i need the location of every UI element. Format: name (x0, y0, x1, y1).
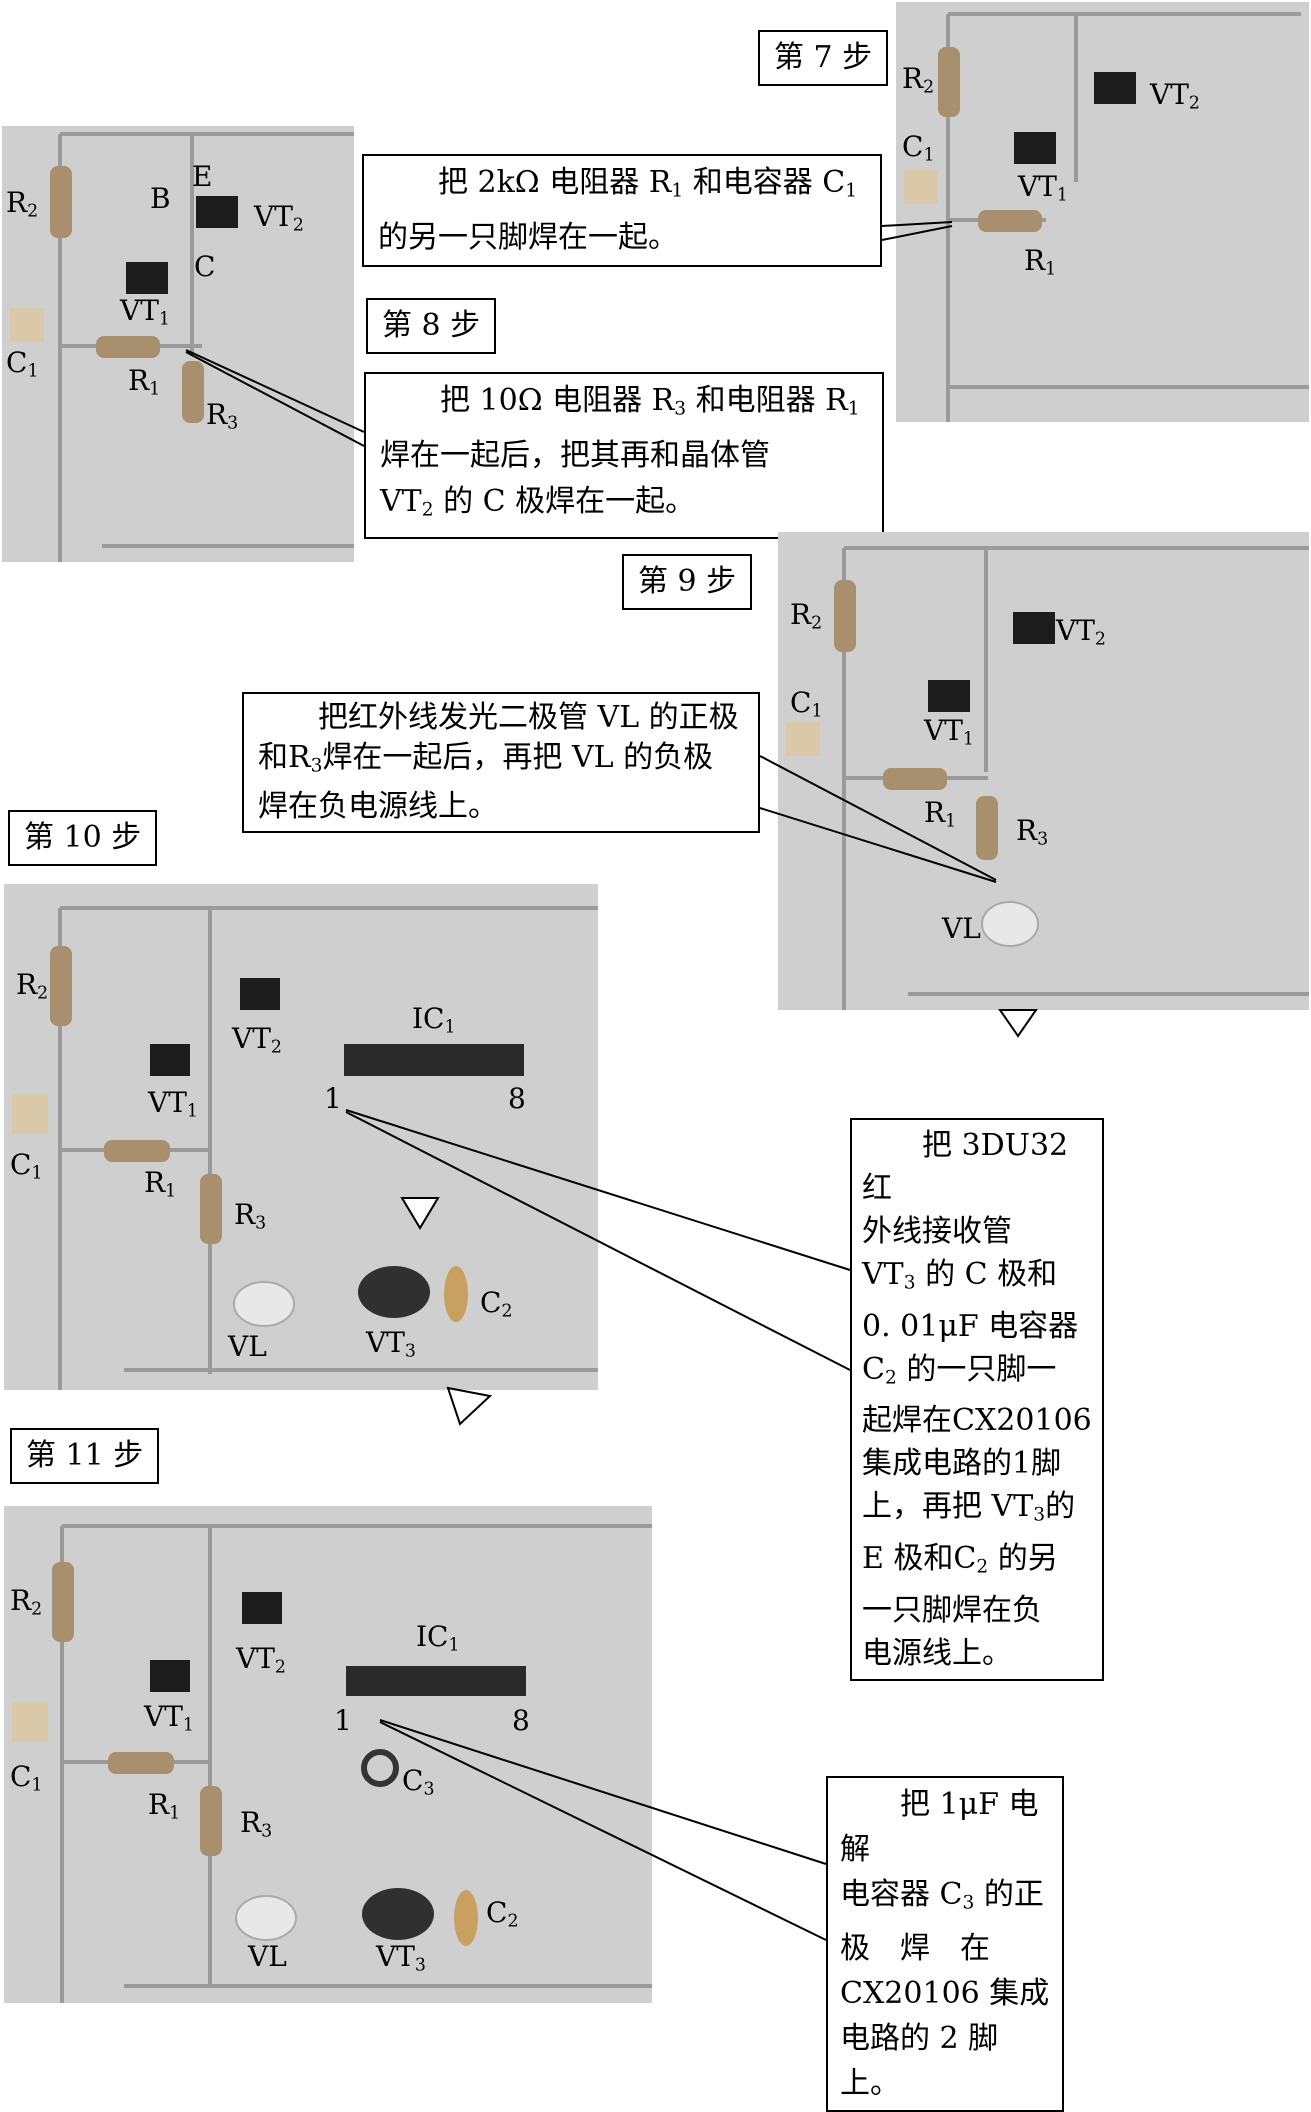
step-9-photo (778, 532, 1309, 1010)
label-r3-11: R3 (240, 1806, 273, 1842)
label-r2-11: R2 (10, 1584, 43, 1620)
step-7-label: 第 7 步 (758, 30, 889, 86)
label-vt2-11: VT2 (236, 1642, 286, 1678)
step-9-label: 第 9 步 (622, 554, 753, 610)
circuit-photo-11 (12, 1524, 652, 2003)
circuit-photo-7 (904, 12, 1309, 422)
label-vl-9: VL (942, 912, 981, 945)
label-pin8-11: 8 (512, 1704, 530, 1737)
label-r2-9: R2 (790, 598, 823, 634)
label-pin1-11: 1 (334, 1704, 352, 1737)
step-8-photo (2, 126, 354, 562)
label-ic1-10: IC1 (412, 1002, 456, 1038)
step-11-photo (4, 1506, 652, 2003)
label-vt2-8: VT2 (254, 200, 304, 236)
label-e-8: E (192, 160, 213, 193)
label-vl-11: VL (248, 1940, 287, 1973)
label-r1-11: R1 (148, 1788, 181, 1824)
label-r3-10: R3 (234, 1198, 267, 1234)
label-b-8: B (150, 182, 171, 215)
label-r1-10: R1 (144, 1166, 177, 1202)
label-r2-10: R2 (16, 968, 49, 1004)
label-vt3-11: VT3 (376, 1940, 426, 1976)
label-vt2-10: VT2 (232, 1022, 282, 1058)
label-c1-8: C1 (6, 346, 39, 382)
label-c2-11: C2 (486, 1896, 519, 1932)
label-vt1-9: VT1 (924, 714, 974, 750)
triangle-marker-9 (998, 1009, 1038, 1038)
step-7-photo (896, 2, 1309, 422)
label-ic1-11: IC1 (416, 1620, 460, 1656)
label-c1-10: C1 (10, 1148, 43, 1184)
triangle-marker-10b (446, 1386, 493, 1426)
label-r1-7: R1 (1024, 244, 1057, 280)
label-r2-7: R2 (902, 62, 935, 98)
label-r3-8: R3 (206, 398, 239, 434)
step-8-note: 把 10Ω 电阻器 R3 和电阻器 R1 焊在一起后，把其再和晶体管 VT2 的… (364, 372, 884, 540)
label-c2-10: C2 (480, 1286, 513, 1322)
label-vt3-10: VT3 (366, 1326, 416, 1362)
circuit-photo-8 (10, 132, 354, 562)
label-vt1-11: VT1 (144, 1700, 194, 1736)
label-vt1-7: VT1 (1018, 170, 1068, 206)
label-r2-8: R2 (6, 186, 39, 222)
circuit-photo-9 (786, 546, 1309, 1010)
label-c1-9: C1 (790, 686, 823, 722)
label-vl-10: VL (228, 1330, 267, 1363)
label-pin1-10: 1 (324, 1082, 342, 1115)
label-vt1-8: VT1 (120, 294, 170, 330)
label-vt2-7: VT2 (1150, 78, 1200, 114)
step-11-note: 把 1μF 电解 电容器 C3 的正 极 焊 在 CX20106 集成 电路的 … (826, 1776, 1064, 2112)
step-11-label: 第 11 步 (10, 1428, 160, 1484)
label-c3-11: C3 (402, 1764, 435, 1800)
step-10-note: 把 3DU32 红 外线接收管 VT3 的 C 极和 0. 01μF 电容器 C… (850, 1118, 1104, 1681)
label-c1-7: C1 (902, 130, 935, 166)
step-10-label: 第 10 步 (8, 810, 158, 866)
label-vt1-10: VT1 (148, 1086, 198, 1122)
label-pin8-10: 8 (508, 1082, 526, 1115)
label-vt2-9: VT2 (1056, 614, 1106, 650)
label-c1-11: C1 (10, 1760, 43, 1796)
step-9-note: 把红外线发光二极管 VL 的正极 和R3焊在一起后，再把 VL 的负极 焊在负电… (242, 692, 760, 833)
label-r3-9: R3 (1016, 814, 1049, 850)
label-r1-9: R1 (924, 796, 957, 832)
step-7-note: 把 2kΩ 电阻器 R1 和电容器 C1 的另一只脚焊在一起。 (362, 154, 882, 267)
label-c-8: C (194, 250, 216, 283)
step-8-label: 第 8 步 (366, 298, 497, 354)
label-r1-8: R1 (128, 364, 161, 400)
